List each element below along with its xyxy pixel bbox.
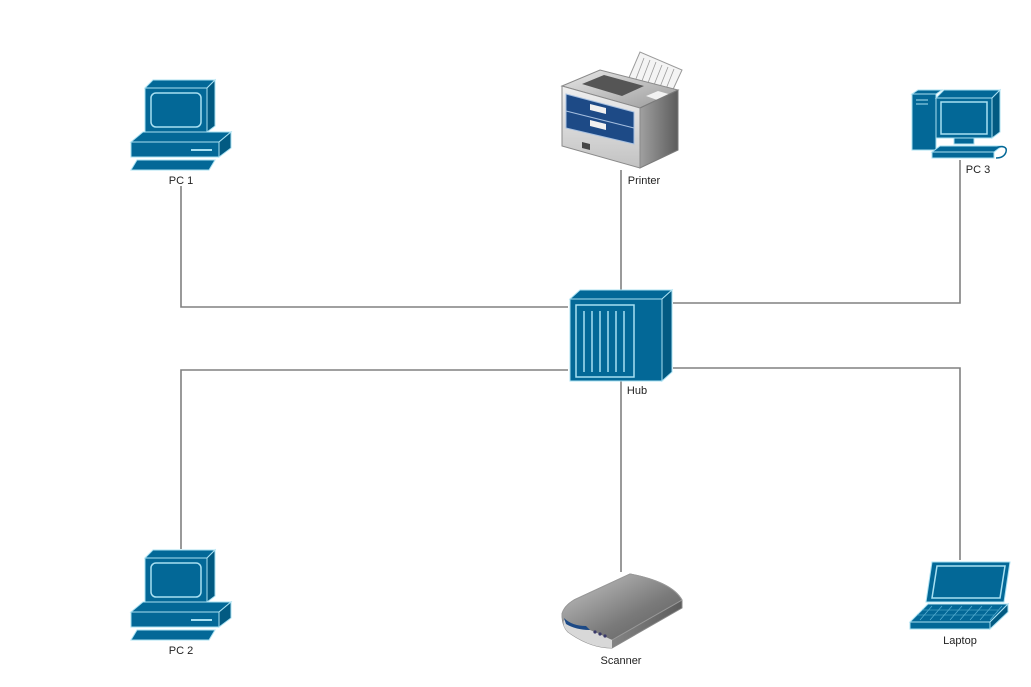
hub-icon xyxy=(568,288,674,383)
connections xyxy=(180,160,961,572)
node-pc3[interactable]: PC 3 xyxy=(910,88,1007,176)
node-pc1[interactable]: PC 1 xyxy=(129,78,233,187)
node-label: Hub xyxy=(627,385,647,397)
node-hub[interactable]: Hub xyxy=(568,288,674,397)
desktop-computer-icon xyxy=(129,548,233,641)
node-label: PC 2 xyxy=(169,645,193,657)
edge-hub-laptop xyxy=(673,367,961,560)
printer-icon xyxy=(560,51,683,169)
node-label: Laptop xyxy=(943,635,977,647)
scanner-icon xyxy=(561,573,683,649)
node-label: PC 3 xyxy=(966,164,990,176)
node-pc2[interactable]: PC 2 xyxy=(129,548,233,657)
node-laptop[interactable]: Laptop xyxy=(908,561,1011,647)
node-label: Scanner xyxy=(601,655,642,667)
desktop-computer-icon xyxy=(129,78,233,171)
laptop-icon xyxy=(908,561,1011,631)
node-printer[interactable]: Printer xyxy=(560,51,683,187)
workstation-tower-icon xyxy=(910,88,1007,159)
edge-hub-pc3 xyxy=(673,160,961,304)
edge-hub-pc1 xyxy=(180,186,568,308)
node-label: PC 1 xyxy=(169,175,193,187)
node-label: Printer xyxy=(628,175,661,187)
node-scanner[interactable]: Scanner xyxy=(561,573,683,667)
edge-hub-pc2 xyxy=(180,369,568,549)
